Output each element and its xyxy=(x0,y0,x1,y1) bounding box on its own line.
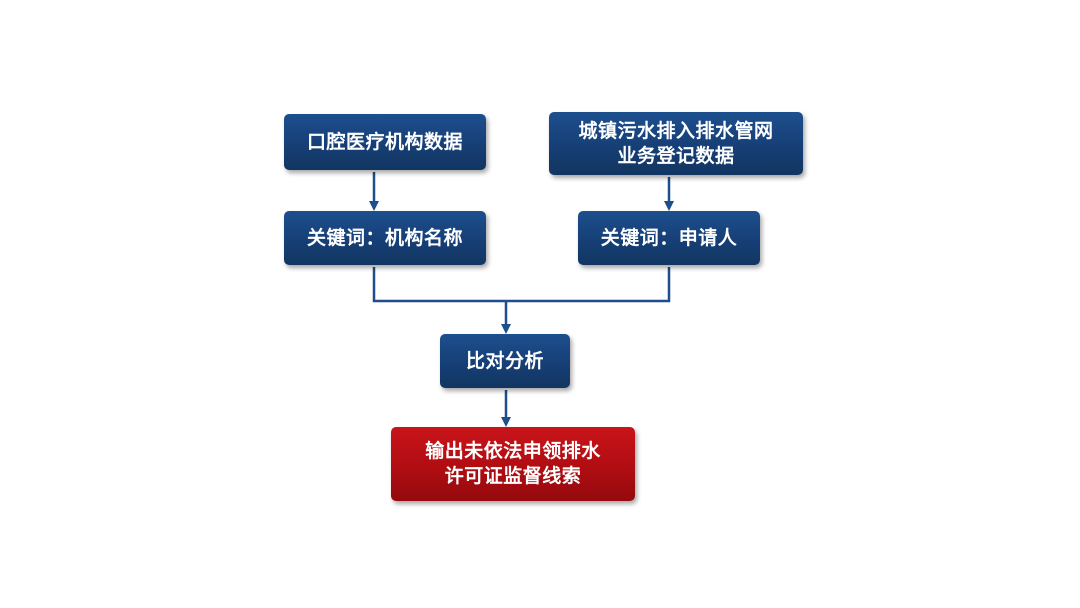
edge-keyword-left-down xyxy=(372,267,506,303)
node-dental-institution-data: 口腔医疗机构数据 xyxy=(284,114,486,170)
node-sewage-registration-data: 城镇污水排入排水管网 业务登记数据 xyxy=(549,112,803,175)
node-output-supervision-clues: 输出未依法申领排水 许可证监督线索 xyxy=(391,427,635,501)
edge-keyword-right-down xyxy=(506,267,671,303)
node-compare-analysis: 比对分析 xyxy=(440,334,570,388)
node-keyword-applicant: 关键词：申请人 xyxy=(578,211,760,265)
node-keyword-institution-name: 关键词：机构名称 xyxy=(284,211,486,265)
